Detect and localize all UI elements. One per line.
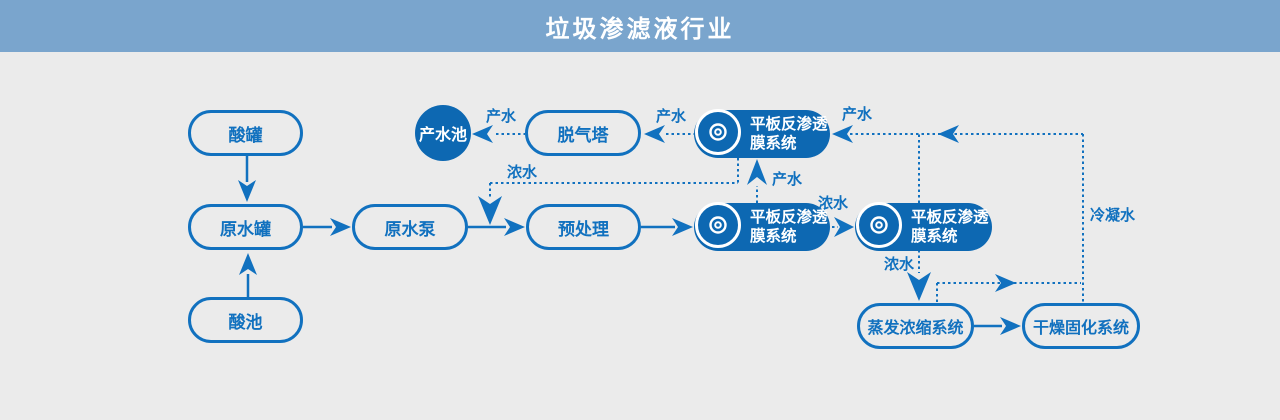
node-ro-system-mid-label: 平板反渗透 膜系统 [750,209,828,245]
arrowhead-up-ro-top [747,159,767,185]
node-pretreatment-label: 预处理 [558,219,609,239]
arrowhead-left-product-pool [472,125,493,143]
header-bar: 垃圾渗滤液行业 [0,0,1280,52]
edge-label-concentrated-water-3: 浓水 [884,256,915,273]
arrowhead-right-drying [1000,317,1021,335]
arrowhead-right-pretreatment [504,218,525,236]
node-acid-pool-label: 酸池 [228,312,263,332]
edge-label-product-water-4: 产水 [772,171,803,188]
node-raw-water-pump-label: 原水泵 [384,219,436,239]
node-drying-system: 干燥固化系统 [1022,303,1140,349]
arrowhead-left-ro-top-feed [832,125,853,143]
arrowhead-right-ro-right [834,217,854,237]
node-raw-water-tank-label: 原水罐 [220,219,271,239]
node-raw-water-pump: 原水泵 [352,204,468,250]
node-degassing-tower: 脱气塔 [525,110,641,156]
node-ro-system-right: 平板反渗透 膜系统 [855,201,992,251]
node-acid-tank-label: 酸罐 [228,125,263,145]
arrowhead-down-evaporation [907,272,931,301]
node-evaporation-system: 蒸发浓缩系统 [857,303,974,349]
edge-label-product-water-2: 产水 [656,108,687,125]
node-acid-pool: 酸池 [188,297,303,343]
arrowhead-up-acid-pool [239,253,257,275]
edge-label-product-water-3: 产水 [842,106,873,123]
membrane-icon [693,200,743,255]
arrowhead-right-pump [330,218,351,236]
node-drying-system-label: 干燥固化系统 [1032,320,1129,337]
arrowhead-left-top-return [938,125,959,143]
node-product-water-pool: 产水池 [415,105,471,161]
node-ro-system-right-label: 平板反渗透 膜系统 [911,209,989,245]
edge-label-concentrated-water-1: 浓水 [507,164,538,181]
edge-label-condensate: 冷凝水 [1090,207,1136,224]
node-ro-system-top: 平板反渗透 膜系统 [694,108,830,158]
arrowhead-down-acid-tank [238,180,256,202]
node-ro-system-top-label: 平板反渗透 膜系统 [750,116,828,152]
membrane-icon [854,200,904,255]
arrowhead-down-concentrate-junction [478,196,502,225]
arrowhead-left-degasser [644,125,665,143]
node-acid-tank: 酸罐 [188,110,303,156]
edge-label-product-water-1: 产水 [486,108,517,125]
node-ro-system-mid: 平板反渗透 膜系统 [694,201,830,251]
node-raw-water-tank: 原水罐 [188,204,303,250]
arrowhead-right-condensate [995,274,1016,292]
edge-label-concentrated-water-2: 浓水 [818,195,849,212]
node-pretreatment: 预处理 [526,204,641,250]
membrane-icon [693,107,743,162]
arrowhead-right-ro-mid [672,218,693,236]
page-title: 垃圾渗滤液行业 [545,15,735,43]
node-degassing-tower-label: 脱气塔 [557,125,609,145]
node-evaporation-system-label: 蒸发浓缩系统 [867,320,964,337]
node-product-water-pool-label: 产水池 [418,127,467,144]
